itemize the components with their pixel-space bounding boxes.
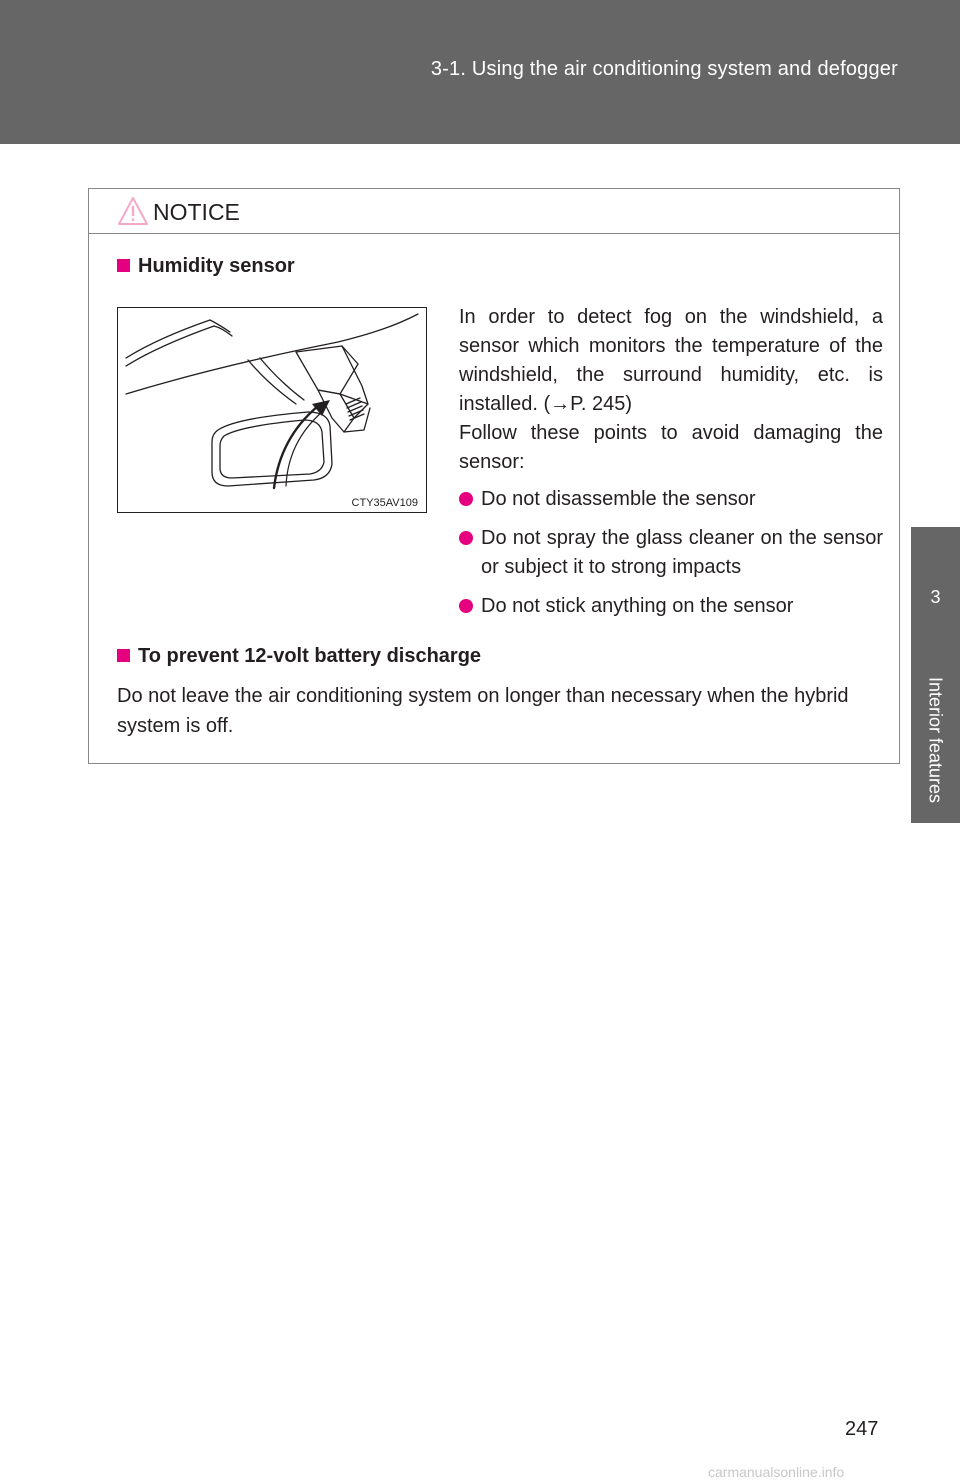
battery-discharge-text: Do not leave the air conditioning system… bbox=[117, 685, 849, 737]
section-heading-text: To prevent 12-volt battery discharge bbox=[138, 645, 482, 667]
round-bullet-icon bbox=[459, 531, 473, 545]
figure-code: CTY35AV109 bbox=[351, 497, 418, 509]
list-item-text: Do not stick anything on the sensor bbox=[481, 595, 794, 617]
header-bar: 3-1. Using the air conditioning system a… bbox=[0, 0, 960, 144]
section-heading-battery-discharge: To prevent 12-volt battery discharge bbox=[117, 645, 481, 668]
chapter-tab: 3 Interior features bbox=[911, 527, 960, 823]
list-item-text: Do not spray the glass cleaner on the se… bbox=[481, 527, 883, 578]
description-line: In order to detect fog on the windshield… bbox=[459, 306, 883, 415]
list-item-text: Do not disassemble the sensor bbox=[481, 488, 756, 510]
chapter-tab-number-block: 3 bbox=[911, 527, 960, 657]
chapter-tab-label-block: Interior features bbox=[911, 657, 960, 823]
chapter-label: Interior features bbox=[925, 676, 946, 804]
section-title: 3-1. Using the air conditioning system a… bbox=[430, 58, 898, 80]
list-item: Do not spray the glass cleaner on the se… bbox=[459, 524, 883, 582]
round-bullet-icon bbox=[459, 492, 473, 506]
round-bullet-icon bbox=[459, 599, 473, 613]
chapter-number: 3 bbox=[930, 587, 941, 607]
list-item: Do not disassemble the sensor bbox=[459, 485, 883, 514]
notice-title: NOTICE bbox=[153, 199, 240, 225]
section-heading-text: Humidity sensor bbox=[138, 255, 295, 277]
description-line: Follow these points to avoid damaging th… bbox=[459, 422, 883, 473]
notice-box: NOTICE Humidity sensor bbox=[88, 188, 900, 764]
humidity-sensor-description: In order to detect fog on the windshield… bbox=[459, 303, 883, 477]
precaution-list: Do not disassemble the sensor Do not spr… bbox=[459, 485, 883, 631]
watermark: carmanualsonline.info bbox=[708, 1464, 845, 1480]
warning-triangle-icon bbox=[118, 197, 148, 225]
notice-header: NOTICE bbox=[89, 189, 899, 234]
square-bullet-icon bbox=[117, 259, 130, 272]
square-bullet-icon bbox=[117, 649, 130, 662]
section-heading-humidity-sensor: Humidity sensor bbox=[117, 255, 295, 278]
list-item: Do not stick anything on the sensor bbox=[459, 592, 883, 621]
humidity-sensor-figure: CTY35AV109 bbox=[117, 307, 427, 513]
page-number: 247 bbox=[845, 1418, 879, 1440]
mirror-sensor-illustration bbox=[125, 313, 419, 490]
